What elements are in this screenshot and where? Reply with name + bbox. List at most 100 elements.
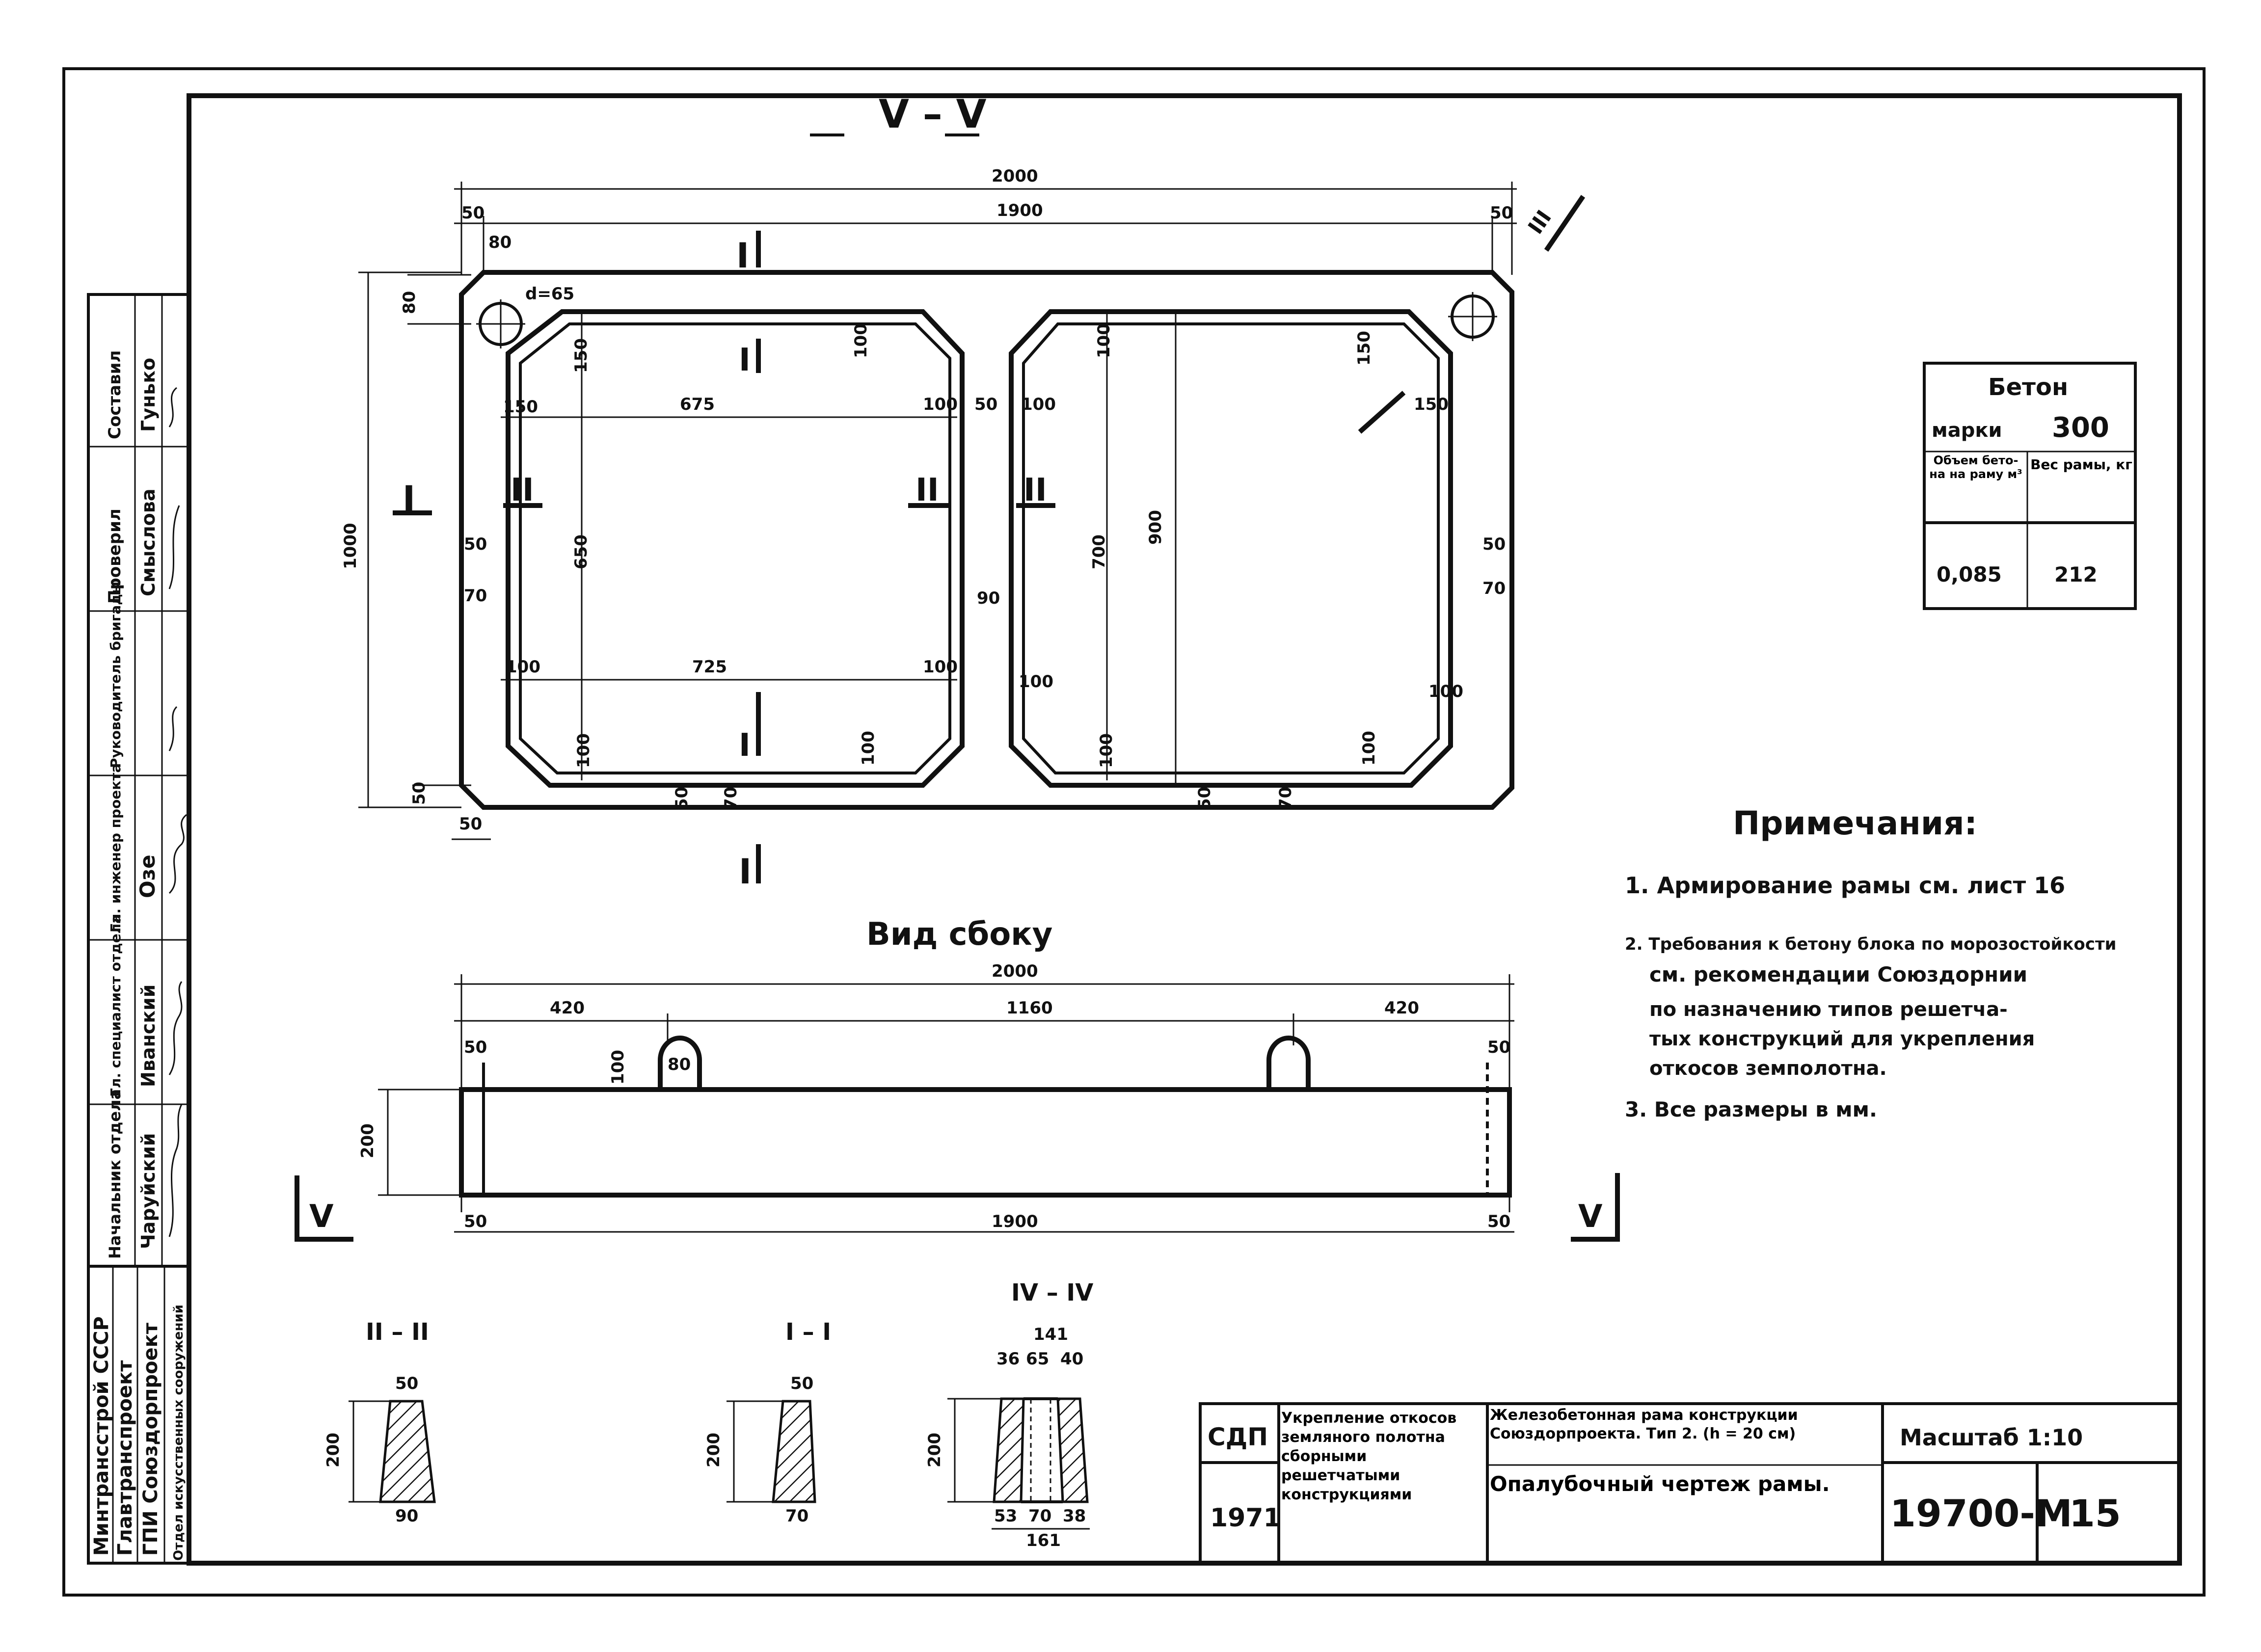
name-1: Чаруйский bbox=[137, 1133, 159, 1249]
concrete-col2: Вес рамы, кг bbox=[2030, 456, 2132, 473]
section-V-left: V bbox=[309, 1199, 334, 1235]
side-2000: 2000 bbox=[992, 961, 1038, 981]
role-5: Проверил bbox=[105, 508, 125, 604]
stamp-sheet-title: Опалубочный чертеж рамы. bbox=[1490, 1472, 1830, 1496]
p3-b2: 70 bbox=[1028, 1506, 1051, 1526]
note-2e: откосов земполотна. bbox=[1649, 1057, 1887, 1080]
notes-title: Примечания: bbox=[1733, 804, 1977, 842]
p1-top: 50 bbox=[395, 1374, 418, 1393]
side-org-2: Главтранспроект bbox=[114, 1360, 136, 1556]
p2-bot: 70 bbox=[785, 1506, 808, 1526]
dim-650: 650 bbox=[571, 534, 591, 569]
stamp-scale: Масштаб 1:10 bbox=[1900, 1424, 2083, 1451]
side-50-a: 50 bbox=[464, 1038, 487, 1057]
dim-50-left: 50 bbox=[464, 534, 487, 554]
dim-100-d: 100 bbox=[1094, 323, 1114, 358]
dim-150-c: 150 bbox=[1354, 331, 1374, 366]
concrete-volume: 0,085 bbox=[1937, 562, 2002, 586]
section-mark-II-right: II bbox=[1023, 472, 1047, 508]
stamp-code: СДП bbox=[1208, 1423, 1268, 1451]
side-bot-50-b: 50 bbox=[1487, 1212, 1510, 1231]
stamp-work-title: Укрепление откосов земляного полотна сбо… bbox=[1281, 1410, 1457, 1503]
dim-900: 900 bbox=[1146, 510, 1165, 545]
dim-100-b1: 100 bbox=[574, 733, 593, 768]
note-2a: 2. Требования к бетону блока по морозост… bbox=[1625, 934, 2116, 954]
side-100: 100 bbox=[608, 1050, 628, 1085]
p3-h: 200 bbox=[925, 1433, 944, 1467]
role-6: Составил bbox=[105, 350, 125, 439]
p3-top: 141 bbox=[1033, 1325, 1068, 1344]
dim-90-mid: 90 bbox=[977, 588, 1000, 608]
side-org-4: Отдел искусственных сооружений bbox=[171, 1305, 186, 1561]
side-bot-1900: 1900 bbox=[992, 1212, 1038, 1231]
dim-150-d: 150 bbox=[1414, 395, 1449, 414]
dim-100-e: 100 bbox=[506, 657, 540, 677]
outer-border bbox=[62, 67, 2206, 1597]
note-3: 3. Все размеры в мм. bbox=[1625, 1097, 1877, 1121]
profile-I-title: I – I bbox=[785, 1318, 831, 1346]
p3-b3: 38 bbox=[1063, 1506, 1086, 1526]
p2-top: 50 bbox=[790, 1374, 813, 1393]
name-2: Иванский bbox=[137, 985, 159, 1087]
profile-II: II – II 50 200 90 bbox=[323, 1318, 436, 1526]
concrete-weight: 212 bbox=[2054, 562, 2098, 586]
role-1: Начальник отдела bbox=[106, 1089, 124, 1259]
p3-t2: 65 bbox=[1026, 1349, 1049, 1369]
dim-80-y: 80 bbox=[400, 291, 419, 314]
side-200: 200 bbox=[358, 1123, 377, 1158]
section-title: V – V bbox=[879, 91, 987, 137]
concrete-table: Бетон марки 300 Объем бето-на на раму м³… bbox=[1923, 362, 2137, 610]
role-3: Гл. инженер проекта bbox=[108, 764, 124, 933]
side-bot-50: 50 bbox=[464, 1212, 487, 1231]
section-mark-I-top: I bbox=[736, 236, 749, 276]
dim-50-gap: 50 bbox=[974, 395, 997, 414]
name-5: Смыслова bbox=[137, 489, 159, 596]
dim-50-right: 50 bbox=[1482, 534, 1506, 554]
p3-bot: 161 bbox=[1026, 1531, 1061, 1550]
name-3: Озе bbox=[135, 854, 160, 898]
section-mark-I-bot: I bbox=[739, 852, 752, 892]
dim-70-left: 70 bbox=[464, 586, 487, 606]
role-4: Руководитель бригады bbox=[108, 582, 124, 768]
stamp-year: 1971 bbox=[1210, 1503, 1281, 1533]
dim-80-x: 80 bbox=[488, 233, 511, 252]
concrete-col1: Объем бето-на на раму м³ bbox=[1929, 454, 2022, 481]
role-2: Гл. специалист отдела bbox=[108, 914, 124, 1097]
dim-50-tl: 50 bbox=[461, 203, 484, 223]
side-stamp: Минтрансстрой СССР Главтранспроект ГПИ С… bbox=[87, 293, 190, 1565]
dim-725: 725 bbox=[692, 657, 727, 677]
plan-view: 2000 1900 50 50 80 d=65 80 1000 150 150 … bbox=[341, 166, 1586, 892]
section-mark-II-left: II bbox=[511, 472, 534, 508]
dim-50-tr: 50 bbox=[1490, 203, 1513, 223]
profile-IV: IV – IV 141 36 65 40 200 53 70 38 161 bbox=[925, 1279, 1093, 1550]
dim-70-right: 70 bbox=[1482, 579, 1506, 598]
dim-100-b3: 100 bbox=[1097, 733, 1116, 768]
side-420-a: 420 bbox=[550, 998, 585, 1018]
side-1160: 1160 bbox=[1006, 998, 1053, 1018]
note-2c: по назначению типов решетча- bbox=[1649, 998, 2008, 1021]
side-420-b: 420 bbox=[1384, 998, 1419, 1018]
profile-IV-title: IV – IV bbox=[1011, 1279, 1093, 1306]
concrete-grade-label: марки bbox=[1932, 419, 2002, 442]
side-50-b: 50 bbox=[1487, 1038, 1510, 1057]
side-80: 80 bbox=[668, 1055, 691, 1074]
stamp-sheet: 15 bbox=[2069, 1492, 2121, 1535]
p3-b1: 53 bbox=[994, 1506, 1017, 1526]
side-view: Вид сбоку 2000 420 1160 420 50 50 100 80… bbox=[295, 916, 1620, 1242]
section-mark-IV: III bbox=[1523, 206, 1556, 239]
section-mark-I-mid-bot: I bbox=[739, 727, 751, 764]
dim-100-g: 100 bbox=[1019, 672, 1053, 692]
dim-1900-plan: 1900 bbox=[996, 201, 1043, 220]
dim-70-b1: 70 bbox=[721, 787, 741, 810]
concrete-title: Бетон bbox=[1988, 373, 2068, 401]
dim-150-b: 150 bbox=[503, 397, 538, 417]
section-V-right: V bbox=[1578, 1199, 1603, 1235]
dim-700: 700 bbox=[1089, 534, 1109, 569]
side-org-1: Минтрансстрой СССР bbox=[90, 1316, 113, 1556]
dim-100-c: 100 bbox=[1021, 395, 1056, 414]
profile-II-title: II – II bbox=[366, 1318, 429, 1346]
concrete-grade: 300 bbox=[2052, 412, 2109, 444]
p2-h: 200 bbox=[704, 1433, 724, 1467]
dim-100-b4: 100 bbox=[1359, 731, 1379, 766]
